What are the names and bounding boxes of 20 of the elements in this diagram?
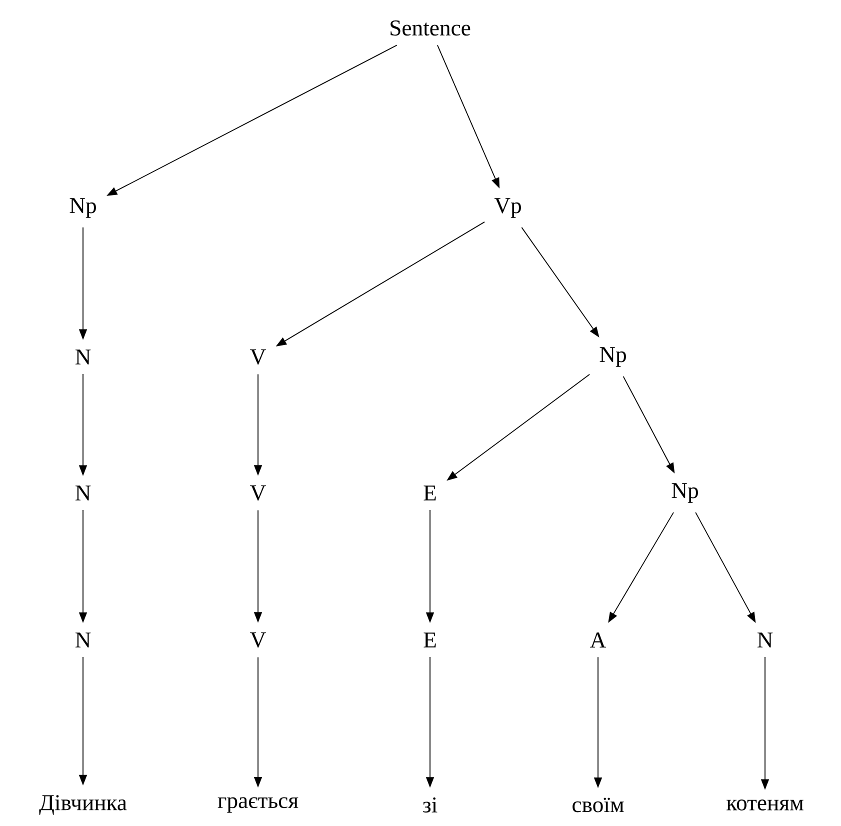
tree-label: Np (70, 198, 96, 218)
tree-label: N (757, 632, 773, 648)
tree-label: котеням (726, 800, 804, 810)
tree-label: N (75, 632, 91, 648)
tree-label: Np (672, 483, 698, 503)
tree-label: E (424, 486, 436, 500)
tree-label: Sentence (390, 20, 470, 36)
tree-label: V (250, 632, 266, 648)
tree-label: N (75, 350, 91, 364)
tree-label: V (250, 349, 266, 365)
tree-label: Np (600, 347, 626, 367)
tree-label: грається (218, 797, 298, 813)
tree-label: зі (423, 797, 438, 813)
tree-label: Дівчинка (39, 795, 127, 815)
tree-label: Vp (494, 198, 521, 218)
tree-label: своїм (572, 798, 624, 812)
tree-label: E (424, 632, 436, 648)
tree-label: N (75, 486, 91, 500)
tree-label: V (250, 485, 266, 501)
tree-label: A (590, 632, 606, 648)
